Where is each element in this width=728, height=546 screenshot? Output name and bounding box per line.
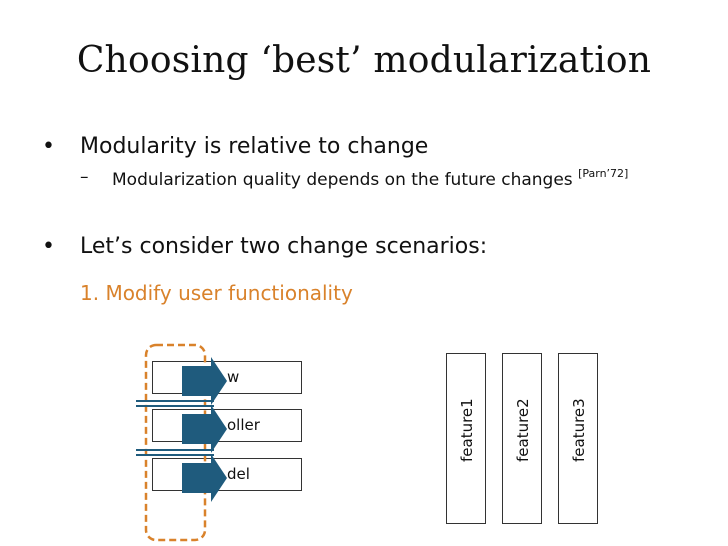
feature-box-2 [502, 353, 542, 524]
layer-controller: oller [152, 409, 302, 442]
bullet-marker: • [42, 234, 55, 259]
bullet-marker: • [42, 134, 55, 159]
layer-model-label: del [227, 465, 250, 483]
sub-bullet-text: Modularization quality depends on the fu… [112, 170, 573, 190]
change-arrow-2 [182, 405, 227, 453]
layer-view: w [152, 361, 302, 394]
change-arrow-3 [182, 454, 227, 502]
feature-box-3 [558, 353, 598, 524]
bullet-modularity: Modularity is relative to change [80, 134, 429, 159]
change-arrow-1 [182, 357, 227, 405]
layer-model: del [152, 458, 302, 491]
separator-lines [136, 400, 214, 456]
sub-bullet-quality: Modularization quality depends on the fu… [112, 167, 628, 190]
dash-marker: – [80, 167, 89, 187]
slide-title: Choosing ‘best’ modularization [76, 40, 652, 81]
feature-label-2: feature2 [514, 398, 532, 462]
layer-controller-label: oller [227, 416, 260, 434]
feature-label-1: feature1 [458, 398, 476, 462]
scenario-label: 1. Modify user functionality [80, 281, 353, 305]
dashed-change-outline [144, 343, 207, 542]
feature-label-3: feature3 [570, 398, 588, 462]
layer-view-label: w [227, 368, 240, 386]
citation: [Parn’72] [578, 167, 629, 180]
bullet-scenarios: Let’s consider two change scenarios: [80, 234, 488, 259]
feature-box-1 [446, 353, 486, 524]
